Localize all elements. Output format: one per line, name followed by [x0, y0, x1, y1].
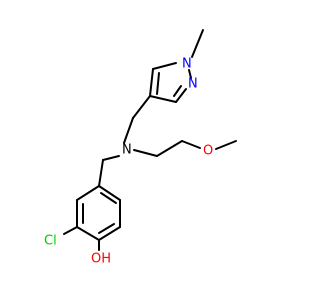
bond-pyrazole-n1-c5 [152, 62, 177, 70]
atom-n-ring: N [188, 77, 198, 92]
atom-n-methyl: N [182, 57, 192, 72]
bond-pyrazole-c3-n2-inner [173, 85, 182, 97]
bond-ch2-n [123, 117, 134, 144]
bond-ring-c3-c4 [98, 226, 121, 241]
bond-ring-c6-c1 [76, 185, 100, 201]
atom-oh: OH [91, 252, 111, 267]
atom-cl: Cl [44, 234, 57, 249]
bond-pyrazole-n2-n1 [188, 69, 192, 79]
atom-labels: N N N O Cl OH [44, 57, 213, 267]
chemical-structure: N N N O Cl OH [44, 29, 237, 267]
bond-pyrazole-c4-c3 [149, 95, 177, 103]
atom-o-methoxy: O [203, 144, 213, 159]
bond-o-ch3 [215, 140, 237, 150]
atom-n-amine: N [122, 143, 132, 158]
bond-ch2a-ch2b [156, 140, 183, 157]
bond-benzyl-ch2-ring [98, 159, 104, 187]
bond-ring-c3-c4-inner [98, 223, 115, 234]
bond-methyl-n [191, 29, 204, 58]
bond-pyrazole-c5-c4-inner [156, 72, 160, 95]
bond-ring-c1-c2 [98, 185, 121, 201]
bond-ring-c1-c2-inner [100, 192, 117, 204]
bond-pyrazole-c5-c4 [149, 68, 154, 97]
bond-ring-c4-c5 [76, 226, 100, 241]
bond-n-benzyl-ch2 [102, 155, 120, 161]
bond-ch2b-o [181, 140, 201, 149]
bond-c4-ch2 [132, 95, 151, 119]
bond-n-ch2a [133, 149, 158, 157]
bonds [63, 29, 237, 251]
bond-ring-cl [63, 226, 78, 235]
bond-pyrazole-c3-n2 [175, 88, 187, 103]
